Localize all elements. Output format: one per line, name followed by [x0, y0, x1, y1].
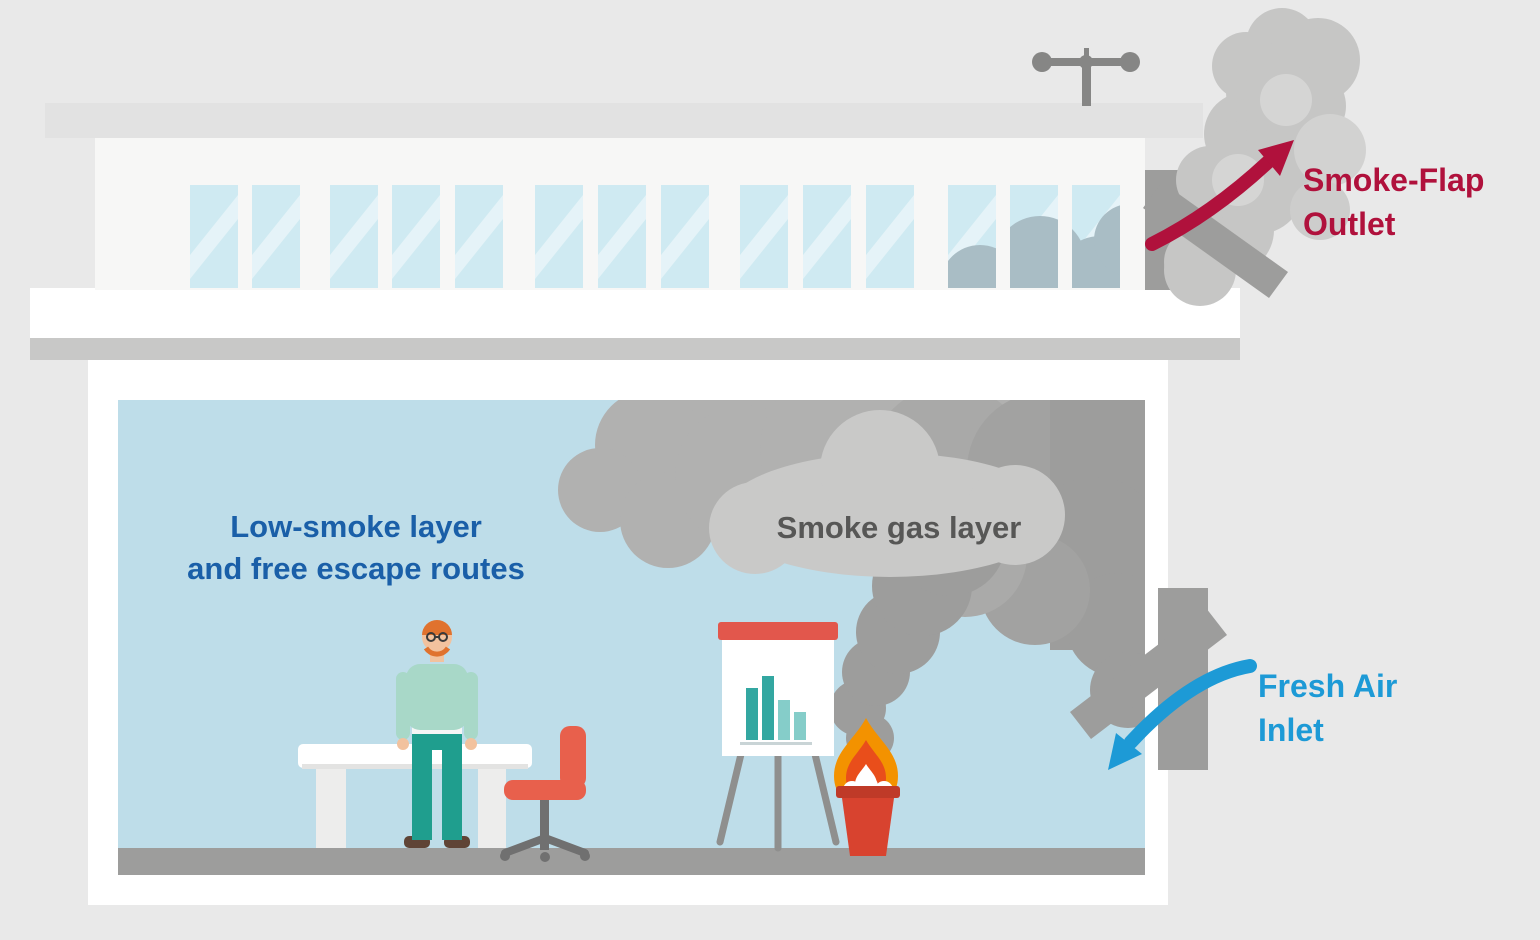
- office-chair: [500, 726, 590, 862]
- smoke-flap-line1: Smoke-Flap: [1303, 162, 1485, 198]
- smoke-flap-line2: Outlet: [1303, 206, 1396, 242]
- low-smoke-label: Low-smoke layer and free escape routes: [128, 506, 584, 590]
- low-smoke-line1: Low-smoke layer: [230, 509, 482, 544]
- fresh-air-line1: Fresh Air: [1258, 668, 1398, 704]
- flipchart-bar-chart: [740, 676, 812, 745]
- roof-monitor: [45, 103, 1203, 290]
- floor: [118, 848, 1145, 875]
- low-smoke-line2: and free escape routes: [187, 551, 525, 586]
- smoke-flap-arrow: [1145, 140, 1294, 251]
- anemometer-icon: [1032, 48, 1140, 106]
- beard: [423, 646, 451, 657]
- hair: [422, 620, 452, 635]
- smoke-gas-layer-label: Smoke gas layer: [776, 510, 1022, 545]
- fresh-air-arrow: [1108, 659, 1257, 770]
- smoke-gas-layer-cloud: [558, 400, 1145, 762]
- burning-waste-bin: [834, 718, 900, 856]
- waste-bin: [842, 798, 894, 856]
- person: [396, 620, 478, 848]
- fresh-air-inlet-label: Fresh Air Inlet: [1258, 664, 1397, 752]
- lower-roof-band: [30, 288, 1240, 360]
- flipchart: [716, 622, 840, 852]
- roof-cap: [45, 103, 1203, 138]
- fresh-air-line2: Inlet: [1258, 712, 1324, 748]
- smoke-flap-plate: [1143, 182, 1288, 298]
- fresh-air-inlet-flap: [1070, 588, 1227, 770]
- smoke-flap-outlet-label: Smoke-Flap Outlet: [1303, 158, 1484, 246]
